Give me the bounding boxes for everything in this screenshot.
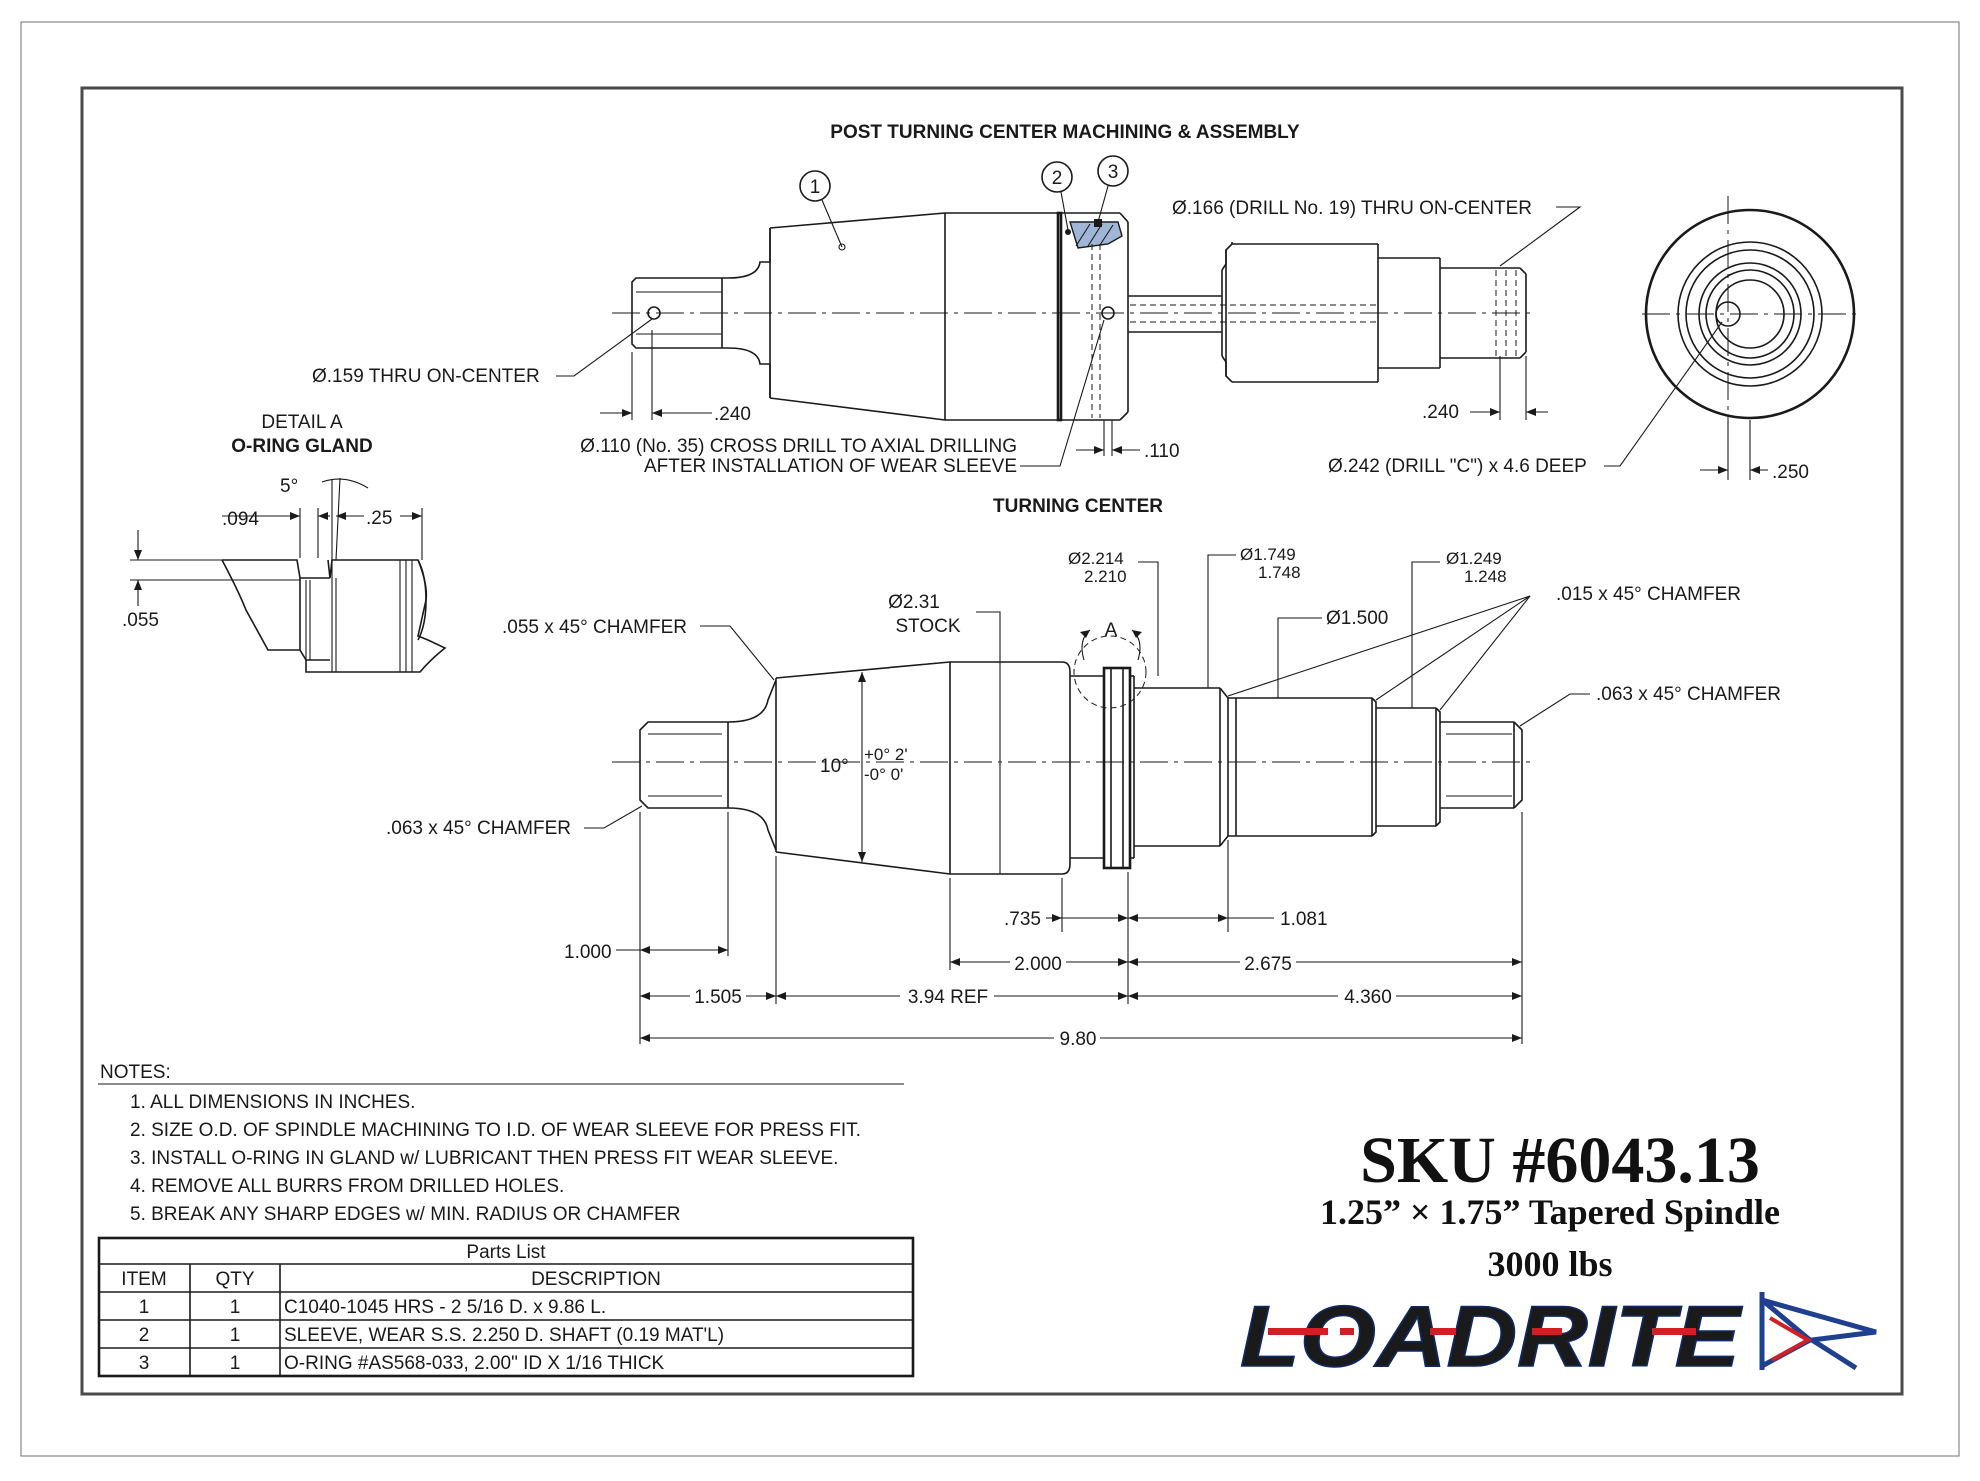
svg-text:1: 1 [810,177,821,198]
balloon-3: 3 [1094,155,1129,227]
detail-a-callout: A [1073,620,1147,709]
svg-text:2: 2 [1052,168,1063,189]
table-row: 1 1 C1040-1045 HRS - 2 5/16 D. x 9.86 L. [139,1297,606,1318]
stock-label: STOCK [895,616,960,637]
logo-wordmark: LOADRITE [1240,1289,1743,1385]
parts-list-table: Parts List ITEM QTY DESCRIPTION 1 1 C104… [97,1236,915,1378]
dia-1248: 1.248 [1464,567,1507,586]
product-subtitle: 1.25” × 1.75” Tapered Spindle [1320,1192,1780,1232]
oring-gland-title: O-RING GLAND [231,436,372,457]
note-4: 4. REMOVE ALL BURRS FROM DRILLED HOLES. [130,1176,564,1197]
col-header-item: ITEM [121,1269,166,1290]
notes-block: NOTES: 1. ALL DIMENSIONS IN INCHES. 2. S… [98,1062,904,1225]
cross-drill-note-1: Ø.110 (No. 35) CROSS DRILL TO AXIAL DRIL… [580,436,1017,457]
angle-5: 5° [280,476,298,497]
dim-240-left: .240 [714,404,751,425]
svg-text:3: 3 [139,1353,150,1374]
dim-250: .250 [1772,462,1809,483]
dia-1748: 1.748 [1258,563,1301,582]
detail-a-title: DETAIL A [261,412,343,433]
tol-plus: +0° 2' [864,745,908,764]
dim-1081: 1.081 [1280,909,1328,930]
inner-frame [80,86,1904,1396]
svg-text:C1040-1045 HRS - 2 5/16 D. x 9: C1040-1045 HRS - 2 5/16 D. x 9.86 L. [284,1297,606,1318]
col-header-description: DESCRIPTION [531,1269,661,1290]
dim-2000: 2.000 [1014,954,1062,975]
dim-394-ref: 3.94 REF [908,987,988,1008]
dim-980: 9.80 [1060,1029,1097,1050]
thru-159-note: Ø.159 THRU ON-CENTER [312,366,540,387]
dia-2214: Ø2.214 [1068,549,1124,568]
svg-text:1: 1 [230,1353,241,1374]
table-row: 2 1 SLEEVE, WEAR S.S. 2.250 D. SHAFT (0.… [139,1325,724,1346]
angle-10: 10° [820,756,849,777]
svg-text:1: 1 [230,1325,241,1346]
chamfer-063-left: .063 x 45° CHAMFER [386,818,571,839]
note-1: 1. ALL DIMENSIONS IN INCHES. [130,1092,415,1113]
dia-1500: Ø1.500 [1326,608,1388,629]
drill-166-note: Ø.166 (DRILL No. 19) THRU ON-CENTER [1172,198,1532,219]
balloon-1: 1 [799,170,843,248]
dim-25: .25 [366,508,392,529]
dia-2210: 2.210 [1084,567,1127,586]
end-view [1642,196,1860,480]
drill-242-note: Ø.242 (DRILL "C") x 4.6 DEEP [1328,456,1587,477]
dim-110: .110 [1144,441,1180,462]
tol-minus: -0° 0' [864,765,903,784]
detail-a-view [221,559,447,673]
turning-center-title: TURNING CENTER [993,496,1163,517]
svg-text:3: 3 [1108,162,1119,183]
dim-2675: 2.675 [1244,954,1292,975]
note-5: 5. BREAK ANY SHARP EDGES w/ MIN. RADIUS … [130,1204,680,1225]
dia-1249: Ø1.249 [1446,549,1502,568]
svg-text:O-RING #AS568-033, 2.00" ID X: O-RING #AS568-033, 2.00" ID X 1/16 THICK [284,1353,665,1374]
table-row: 3 1 O-RING #AS568-033, 2.00" ID X 1/16 T… [139,1353,665,1374]
dim-735: .735 [1004,909,1041,930]
dim-094: .094 [222,509,259,530]
note-2: 2. SIZE O.D. OF SPINDLE MACHINING TO I.D… [130,1120,861,1141]
balloon-2: 2 [1041,161,1073,235]
loadrite-logo: LOADRITE [1239,1288,1877,1386]
note-3: 3. INSTALL O-RING IN GLAND w/ LUBRICANT … [130,1148,838,1169]
dim-1000: 1.000 [564,942,612,963]
dim-4360: 4.360 [1344,987,1392,1008]
capacity-label: 3000 lbs [1487,1244,1612,1284]
lower-spindle-view [612,661,1530,875]
dim-1505: 1.505 [694,987,742,1008]
cross-drill-note-2: AFTER INSTALLATION OF WEAR SLEEVE [644,456,1017,477]
chamfer-055: .055 x 45° CHAMFER [502,617,687,638]
notes-heading: NOTES: [100,1062,171,1083]
chamfer-015: .015 x 45° CHAMFER [1556,584,1741,605]
dim-240-right: .240 [1422,402,1459,423]
dim-055: .055 [122,610,159,631]
outer-frame [20,21,1960,1457]
svg-text:SLEEVE, WEAR S.S. 2.250 D. SHA: SLEEVE, WEAR S.S. 2.250 D. SHAFT (0.19 M… [284,1325,724,1346]
dia-231: Ø2.31 [888,592,940,613]
upper-spindle-view [612,211,1530,422]
svg-text:2: 2 [139,1325,150,1346]
sku-title: SKU #6043.13 [1360,1124,1760,1197]
parts-list-title: Parts List [466,1242,546,1263]
chamfer-063-right: .063 x 45° CHAMFER [1596,684,1781,705]
detail-mark-a: A [1105,620,1118,641]
dia-1749: Ø1.749 [1240,545,1296,564]
post-turning-title: POST TURNING CENTER MACHINING & ASSEMBLY [830,122,1300,143]
svg-text:1: 1 [230,1297,241,1318]
svg-text:1: 1 [139,1297,150,1318]
col-header-qty: QTY [215,1269,254,1290]
